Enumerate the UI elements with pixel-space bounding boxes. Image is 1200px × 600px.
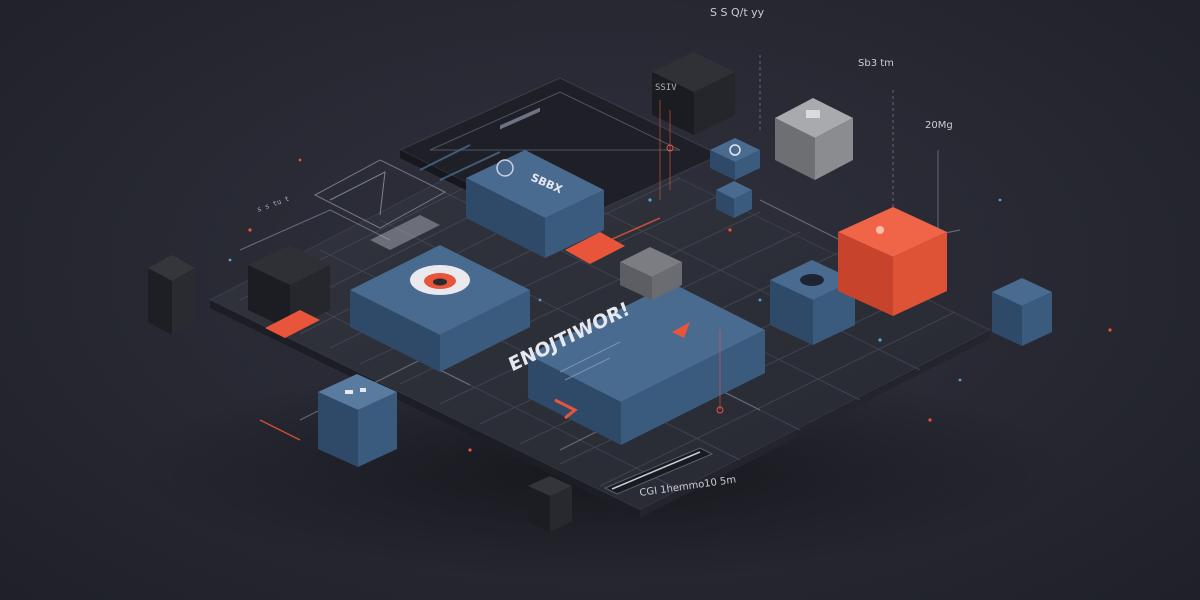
dark-block-left <box>248 245 330 338</box>
dark-block-top: SSIV <box>652 52 735 135</box>
orange-tag-label: SSIV <box>655 83 677 93</box>
ring-sensor-device <box>350 245 530 372</box>
antenna-node <box>666 144 674 152</box>
left-diagram-panel <box>313 159 447 250</box>
blue-cube-small <box>710 138 760 180</box>
server-device-icon: SBBX <box>466 150 625 264</box>
orange-cube <box>838 207 947 316</box>
blue-block-right <box>770 260 855 345</box>
left-caption: s s tu t <box>256 195 290 214</box>
antenna-lines <box>659 55 939 410</box>
top-right-label-3: 20Mg <box>925 120 953 131</box>
cube-icon <box>992 278 1052 346</box>
cube-icon <box>148 255 195 335</box>
top-right-label-2: Sb3 tm <box>858 58 894 69</box>
cube-icon <box>318 374 397 467</box>
cube-icon <box>528 476 572 532</box>
grey-cube <box>775 98 853 180</box>
grey-block-middle <box>620 247 682 300</box>
top-right-label-1: S S Q/t yy <box>710 6 765 19</box>
blue-cube-small <box>716 181 752 218</box>
antenna-node <box>716 406 724 414</box>
bottom-slot <box>603 447 714 495</box>
